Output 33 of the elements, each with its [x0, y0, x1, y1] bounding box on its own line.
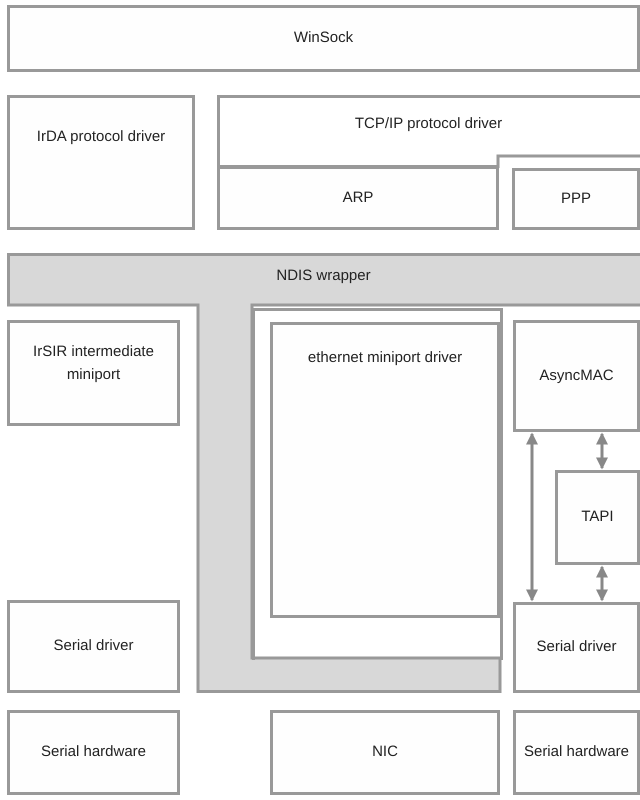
layer-label: NIC [371, 742, 399, 762]
layer-box [7, 320, 180, 426]
layer-box [270, 322, 500, 618]
layer-label: NDIS wrapper [275, 266, 372, 286]
layer-box [513, 710, 640, 795]
layer-box [513, 320, 640, 432]
layer-label: IrSIR intermediate miniport [32, 342, 155, 384]
layer-label: PPP [560, 188, 592, 209]
layer-label: IrDA protocol driver [36, 127, 166, 147]
layer-label: Serial driver [535, 637, 618, 658]
layer-label: TAPI [580, 507, 615, 528]
layer-box [7, 710, 180, 795]
layer-label: Serial driver [52, 636, 135, 656]
layer-label: Serial hardware [522, 742, 630, 762]
layer-box [555, 470, 640, 565]
arrow [596, 432, 608, 470]
layer-label: Serial hardware [40, 742, 148, 762]
layer-label: AsyncMAC [538, 366, 615, 386]
layer-label: ethernet miniport driver [306, 348, 464, 368]
layer-box [217, 166, 499, 230]
layer-label: ARP [342, 188, 374, 208]
layer-box [513, 602, 640, 693]
arrow [526, 432, 538, 602]
wrapper-band [7, 253, 640, 693]
layer-box [270, 710, 500, 795]
layer-box [512, 168, 640, 230]
layer-box [7, 600, 180, 693]
layer-box [7, 95, 195, 230]
arrow [596, 566, 608, 602]
layer-label: WinSock [292, 28, 354, 48]
layer-box [7, 5, 640, 72]
layer-box [217, 95, 640, 168]
layer-label: TCP/IP protocol driver [354, 114, 504, 134]
